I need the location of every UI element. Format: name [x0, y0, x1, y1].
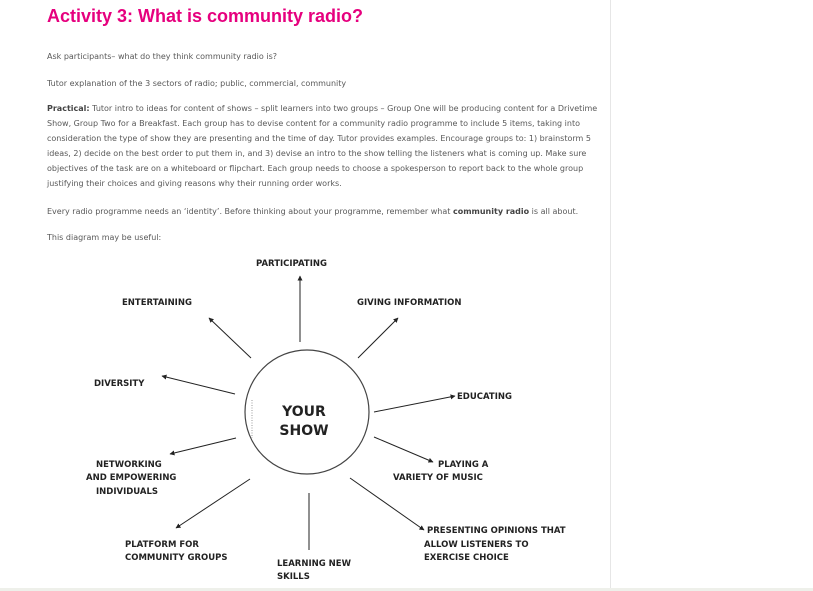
- label-learning-line2: SKILLS: [277, 572, 310, 582]
- label-platform-line2: COMMUNITY GROUPS: [125, 553, 227, 563]
- diagram-intro: This diagram may be useful:: [47, 233, 162, 242]
- label-participating: PARTICIPATING: [256, 259, 327, 269]
- arrow-giving-information: [357, 317, 399, 359]
- center-circle: [244, 349, 370, 475]
- label-networking-line2: AND EMPOWERING: [86, 473, 176, 483]
- label-networking-line3: INDIVIDUALS: [96, 487, 158, 497]
- right-margin: [610, 0, 813, 591]
- practical-paragraph: Practical: Tutor intro to ideas for cont…: [47, 101, 607, 191]
- label-diversity: DIVERSITY: [94, 379, 145, 389]
- community-radio-diagram: YOUR SHOW PARTICIPATING GIVING INFORMATI…: [86, 259, 566, 582]
- identity-text-c: is all about.: [529, 207, 579, 216]
- arrow-diversity: [161, 374, 236, 395]
- practical-label: Practical:: [47, 104, 90, 113]
- center-label-line2: SHOW: [279, 423, 328, 439]
- page-title: Activity 3: What is community radio?: [47, 6, 364, 26]
- label-playing-line1: PLAYING A: [438, 460, 489, 470]
- intro-question: Ask participants– what do they think com…: [47, 52, 277, 61]
- identity-text-a: Every radio programme needs an ‘identity…: [47, 207, 453, 216]
- label-opinions-line1: PRESENTING OPINIONS THAT: [427, 526, 566, 536]
- arrow-opinions: [349, 477, 425, 531]
- arrow-networking: [169, 437, 237, 456]
- center-label-line1: YOUR: [281, 404, 326, 420]
- arrow-entertaining: [208, 317, 252, 359]
- document-page: Activity 3: What is community radio? Ask…: [47, 6, 607, 582]
- arrow-platform: [175, 478, 251, 529]
- label-learning-line1: LEARNING NEW: [277, 559, 352, 569]
- label-opinions-line2: ALLOW LISTENERS TO: [424, 540, 529, 550]
- identity-paragraph: Every radio programme needs an ‘identity…: [47, 204, 607, 219]
- arrow-educating: [373, 394, 456, 413]
- label-entertaining: ENTERTAINING: [122, 298, 192, 308]
- label-educating: EDUCATING: [457, 392, 512, 402]
- practical-text: Tutor intro to ideas for content of show…: [47, 104, 598, 188]
- label-giving-information: GIVING INFORMATION: [357, 298, 461, 308]
- tutor-explanation: Tutor explanation of the 3 sectors of ra…: [47, 79, 347, 88]
- label-opinions-line3: EXERCISE CHOICE: [424, 553, 509, 563]
- label-playing-line2: VARIETY OF MUSIC: [393, 473, 483, 483]
- label-platform-line1: PLATFORM FOR: [125, 540, 199, 550]
- identity-emphasis: community radio: [452, 207, 530, 216]
- bottom-divider: [0, 588, 813, 591]
- label-networking-line1: NETWORKING: [96, 460, 162, 470]
- arrow-playing: [373, 436, 434, 463]
